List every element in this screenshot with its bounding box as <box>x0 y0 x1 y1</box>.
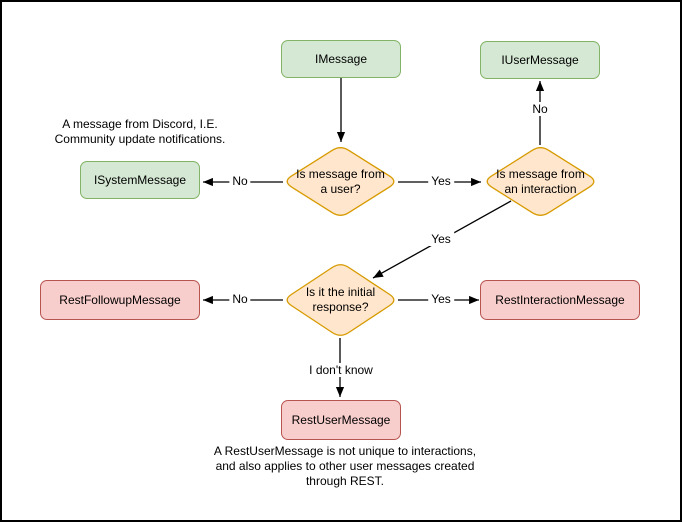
caption-system-message-note-line1: A message from Discord, I.E. <box>62 117 218 131</box>
decision-is-from-user-line1: Is message from <box>296 166 385 181</box>
edge-label-interaction-no: No <box>529 102 551 116</box>
node-restfollowupmessage: RestFollowupMessage <box>40 280 200 320</box>
edge-label-initial-unknown: I don't know <box>306 363 376 377</box>
node-restinteractionmessage-label: RestInteractionMessage <box>495 293 625 307</box>
caption-rest-user-message-note: A RestUserMessage is not unique to inter… <box>170 444 520 489</box>
node-iusermessage: IUserMessage <box>480 41 600 79</box>
decision-is-from-interaction-line2: an interaction <box>504 181 577 196</box>
edge-label-user-no: No <box>229 174 251 188</box>
node-isystemmessage-label: ISystemMessage <box>93 173 187 187</box>
decision-is-initial-response-shape <box>286 264 395 336</box>
decision-is-from-user-line2: a user? <box>320 181 361 196</box>
node-iusermessage-label: IUserMessage <box>501 53 579 67</box>
caption-rest-user-message-note-line2: and also applies to other user messages … <box>215 459 475 473</box>
caption-rest-user-message-note-line3: through REST. <box>305 474 385 488</box>
node-isystemmessage: ISystemMessage <box>80 161 200 199</box>
decision-is-initial-response-line2: response? <box>312 300 369 314</box>
decision-is-from-user: Is message from a user? <box>283 145 398 218</box>
edge-label-initial-yes: Yes <box>428 292 454 306</box>
node-restusermessage-label: RestUserMessage <box>291 413 391 427</box>
caption-system-message-note: A message from Discord, I.E. Community u… <box>40 117 240 147</box>
node-restfollowupmessage-label: RestFollowupMessage <box>59 293 181 307</box>
edge-label-interaction-yes: Yes <box>428 232 454 246</box>
node-restusermessage: RestUserMessage <box>281 400 401 440</box>
decision-is-from-interaction: Is message from an interaction <box>483 145 598 218</box>
decision-is-from-interaction-shape <box>486 147 595 216</box>
caption-system-message-note-line2: Community update notifications. <box>54 132 226 146</box>
decision-is-initial-response-line1: Is it the initial <box>305 285 376 299</box>
caption-rest-user-message-note-line1: A RestUserMessage is not unique to inter… <box>213 444 477 458</box>
node-imessage: IMessage <box>281 40 401 78</box>
node-restinteractionmessage: RestInteractionMessage <box>480 280 640 320</box>
decision-is-initial-response: Is it the initial response? <box>283 262 398 338</box>
edge-label-user-yes: Yes <box>428 174 454 188</box>
decision-is-from-interaction-line1: Is message from <box>496 166 585 181</box>
edge-label-initial-no: No <box>229 292 251 306</box>
node-imessage-label: IMessage <box>314 52 368 66</box>
decision-is-from-user-shape <box>286 147 395 216</box>
